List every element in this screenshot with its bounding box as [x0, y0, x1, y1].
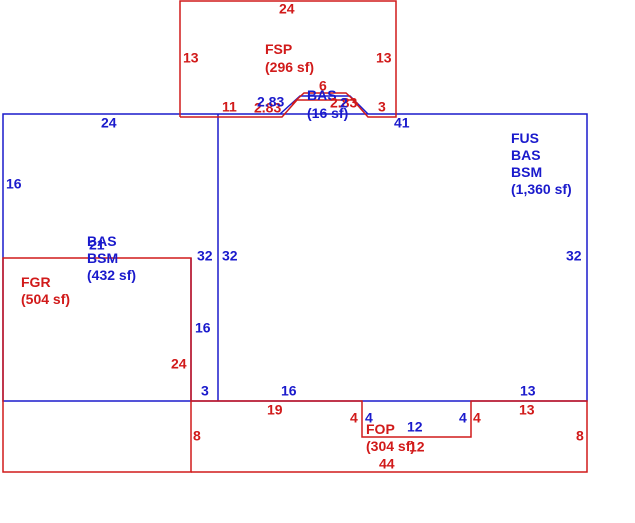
- dim-mid-wall-right: 32: [222, 248, 238, 264]
- dim-porch-13: 13: [519, 402, 535, 418]
- dim-fgr-top: 21: [89, 237, 105, 253]
- fus-label-line3: BSM: [511, 164, 542, 180]
- dim-porch-44: 44: [379, 456, 395, 472]
- fus-label-line2: BAS: [511, 147, 541, 163]
- dim-porch-12b: 12: [409, 439, 425, 455]
- dim-fsp-step-b: 2.83: [257, 94, 284, 110]
- bas-bsm-area-label: BAS BSM (432 sf): [87, 233, 136, 283]
- fsp-label-size: (296 sf): [265, 59, 314, 75]
- bas-small-label-name: BAS: [307, 87, 337, 103]
- red-outlines: [2, 0, 588, 473]
- dim-fsp-bottom-left: 11: [222, 99, 237, 115]
- fop-label-name: FOP: [366, 421, 395, 437]
- dim-fsp-step-a: 2.83: [254, 100, 281, 116]
- dim-bottom-right-13: 13: [520, 383, 536, 399]
- bas-bsm-label-line1: BAS: [87, 233, 117, 249]
- fgr-label-name: FGR: [21, 274, 51, 290]
- blue-dimensions: 2.83 2 24 41 16 21 32 32 32 16 3 16 13 4…: [6, 94, 582, 435]
- dim-porch-8-left: 8: [193, 428, 201, 444]
- fop-outline: [191, 400, 588, 473]
- fsp-label-name: FSP: [265, 41, 292, 57]
- fgr-label-size: (504 sf): [21, 291, 70, 307]
- bas-small-area-label: BAS (16 sf): [307, 87, 348, 121]
- dim-bas-top: 6: [319, 78, 327, 94]
- dim-mid-wall-left: 32: [197, 248, 213, 264]
- fgr-area-label: FGR (504 sf): [21, 274, 70, 307]
- dim-bas-right: 2: [340, 95, 348, 111]
- dim-main-top-right: 41: [394, 115, 410, 131]
- dim-porch-4c: 4: [459, 410, 467, 426]
- dim-porch-19: 19: [267, 402, 283, 418]
- fsp-outline: [179, 0, 397, 118]
- dim-fsp-bottom-right: 3: [378, 99, 386, 115]
- fus-label-size: (1,360 sf): [511, 181, 572, 197]
- dim-fgr-right: 24: [171, 356, 187, 372]
- bas-small-label-size: (16 sf): [307, 105, 348, 121]
- bas-bsm-label-size: (432 sf): [87, 267, 136, 283]
- dim-inner-16: 16: [195, 320, 211, 336]
- dim-fsp-top: 24: [279, 1, 295, 17]
- fsp-area-label: FSP (296 sf): [265, 41, 314, 75]
- fop-label-size: (304 sf): [366, 438, 415, 454]
- fus-label-line1: FUS: [511, 130, 539, 146]
- dim-fsp-right: 13: [376, 50, 392, 66]
- red-dimensions: 24 13 13 11 3 2.83 2.83 6 24 19 13 4 4 8…: [171, 1, 584, 472]
- dim-porch-4a: 4: [350, 410, 358, 426]
- dim-porch-4d: 4: [473, 410, 481, 426]
- fgr-outline: [2, 257, 192, 473]
- dim-main-top-left: 24: [101, 115, 117, 131]
- dim-fsp-left: 13: [183, 50, 199, 66]
- fus-area-label: FUS BAS BSM (1,360 sf): [511, 130, 572, 197]
- dim-right-wall: 32: [566, 248, 582, 264]
- dim-porch-12: 12: [407, 419, 423, 435]
- dim-main-left: 16: [6, 176, 22, 192]
- dim-fsp-step-c: 2.83: [330, 95, 357, 111]
- bas-bsm-label-line2: BSM: [87, 250, 118, 266]
- bas-bump-outline: [279, 95, 369, 115]
- fsp-inner-notch: [291, 92, 359, 105]
- dim-bottom-left-16: 16: [281, 383, 297, 399]
- fop-area-label: FOP (304 sf): [366, 421, 415, 454]
- dim-porch-4b: 4: [365, 410, 373, 426]
- dim-inner-3: 3: [201, 383, 209, 399]
- dim-porch-8-right: 8: [576, 428, 584, 444]
